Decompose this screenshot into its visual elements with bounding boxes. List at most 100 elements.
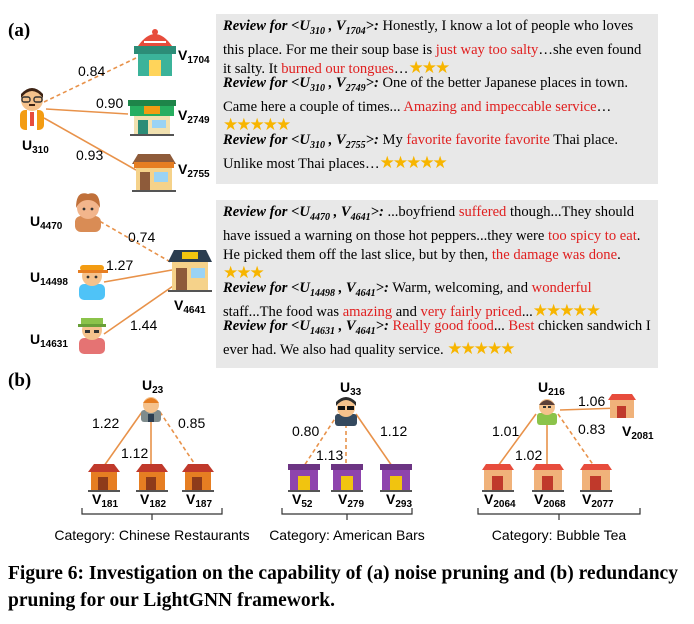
star-rating-icon: ★★★★★ xyxy=(447,338,515,358)
node-label-v2064: V2064 xyxy=(484,491,516,510)
review-text: and xyxy=(392,303,421,320)
weight-u310-v1704: 0.84 xyxy=(78,63,105,79)
edge-u310-v1704 xyxy=(43,57,137,103)
review-text: Thai place. Unlike most Thai places… xyxy=(223,132,619,172)
highlight-text: just way too salty xyxy=(435,41,539,58)
highlight-text: very fairly priced xyxy=(420,303,522,320)
user-icon-u23 xyxy=(141,397,161,422)
review-text: My xyxy=(378,132,407,148)
star-rating-icon: ★★★ xyxy=(223,262,265,282)
node-label-v181: V181 xyxy=(92,491,118,510)
highlight-text: Amazing and impeccable service xyxy=(403,98,597,115)
review-u14498-v4641: Review for <U14498 , V4641>: Warm, welco… xyxy=(223,279,652,320)
store-icon-v2749 xyxy=(128,100,176,136)
node-label-v279: V279 xyxy=(338,491,364,510)
review-box-group2: Review for <U4470 , V4641>: ...boyfriend… xyxy=(216,200,658,368)
highlight-text: the damage was done xyxy=(491,246,618,263)
store-icon-v181 xyxy=(88,464,120,492)
category-brackets xyxy=(81,508,641,520)
highlight-text: Really good food xyxy=(392,318,494,334)
user-icon-u4470 xyxy=(75,193,101,232)
review-text: … xyxy=(596,98,612,115)
node-label-v52: V52 xyxy=(292,491,313,510)
category-label-b2: Category: American Bars xyxy=(269,527,425,543)
review-text: ... xyxy=(493,318,509,334)
store-icon-v2077 xyxy=(580,464,612,492)
edge-u33-v293 xyxy=(355,413,393,467)
node-label-v2077: V2077 xyxy=(582,491,614,510)
category-label-b3: Category: Bubble Tea xyxy=(492,527,627,543)
review-heading: Review for <U310 , V1704>: xyxy=(223,18,379,37)
category-label-b1: Category: Chinese Restaurants xyxy=(54,527,249,543)
edge-u23-v187 xyxy=(159,411,197,467)
edge-u310-v2749 xyxy=(45,108,129,115)
store-icon-v279 xyxy=(331,464,363,492)
group1-edges xyxy=(43,57,137,171)
review-text: Honestly, I know a lot of people who lov… xyxy=(223,18,634,58)
weight-u216-v2064: 1.01 xyxy=(492,423,519,439)
weight-u310-v2755: 0.93 xyxy=(76,147,103,163)
edge-u216-v2064 xyxy=(497,413,537,467)
review-box-group1: Review for <U310 , V1704>: Honestly, I k… xyxy=(216,14,658,184)
node-label-u23: U23 xyxy=(142,377,164,396)
b1-edges xyxy=(103,411,197,467)
review-text: … xyxy=(393,60,409,77)
store-icon-v2755 xyxy=(132,154,176,192)
store-icon-v2081 xyxy=(608,394,636,418)
node-label-v2068: V2068 xyxy=(534,491,566,510)
review-u310-v2749: Review for <U310 , V2749>: One of the be… xyxy=(223,74,652,133)
node-label-v2081: V2081 xyxy=(622,423,654,442)
review-u4470-v4641: Review for <U4470 , V4641>: ...boyfriend… xyxy=(223,203,652,282)
weight-u23-v182: 1.12 xyxy=(121,445,148,461)
store-icon-v2064 xyxy=(482,464,514,492)
store-icon-v293 xyxy=(380,464,412,492)
store-icon-v4641 xyxy=(168,250,212,292)
node-label-v1704: V1704 xyxy=(178,47,210,66)
bracket-b2 xyxy=(281,508,413,520)
figure-caption: Figure 6: Investigation on the capabilit… xyxy=(8,563,678,611)
user-icon-u216 xyxy=(537,399,557,425)
edge-u14631-v4641 xyxy=(103,283,177,335)
highlight-text: too spicy to eat xyxy=(548,227,637,244)
highlight-text: burned our tongues xyxy=(281,60,394,77)
review-heading: Review for <U310 , V2755>: xyxy=(223,132,379,151)
review-heading: Review for <U4470 , V4641>: xyxy=(223,204,384,223)
review-text: chicken sandwich I ever had. We also had… xyxy=(223,318,651,358)
node-label-u4470: U4470 xyxy=(30,213,63,232)
user-icon-u14631 xyxy=(78,318,106,354)
weight-u216-v2068: 1.02 xyxy=(515,447,542,463)
node-label-v2755: V2755 xyxy=(178,161,210,180)
figure-graphics: 0.84 0.90 0.93 U310 V1704 V2749 V2755 0.… xyxy=(20,29,654,543)
user-icon-u14498 xyxy=(78,265,108,300)
star-rating-icon: ★★★★★ xyxy=(532,300,601,320)
weight-u14631-v4641: 1.44 xyxy=(130,317,157,333)
node-label-v4641: V4641 xyxy=(174,297,206,316)
weight-u216-v2081: 1.06 xyxy=(578,393,605,409)
store-icon-v52 xyxy=(288,464,320,492)
store-icon-v182 xyxy=(136,464,168,492)
review-text: ... xyxy=(521,303,533,320)
store-icon-v1704 xyxy=(134,29,176,76)
edge-u33-v52 xyxy=(303,413,339,467)
review-text: …she even found it salty. It xyxy=(223,41,642,77)
edge-u310-v2755 xyxy=(43,117,137,171)
weight-u33-v279: 1.13 xyxy=(316,447,343,463)
review-heading: Review for <U310 , V2749>: xyxy=(223,75,379,94)
store-icon-v2068 xyxy=(532,464,564,492)
node-label-u14631: U14631 xyxy=(30,331,68,350)
weight-u310-v2749: 0.90 xyxy=(96,95,123,111)
review-heading: Review for <U14498 , V4641>: xyxy=(223,280,389,299)
node-label-u33: U33 xyxy=(340,379,362,398)
weight-u4470-v4641: 0.74 xyxy=(128,229,155,245)
highlight-text: wonderful xyxy=(531,280,592,296)
review-text: staff...The food was xyxy=(223,303,343,320)
panel-a-label: (a) xyxy=(8,20,31,41)
node-label-u14498: U14498 xyxy=(30,269,68,288)
review-u310-v2755: Review for <U310 , V2755>: My favorite f… xyxy=(223,131,652,174)
edge-u23-v181 xyxy=(103,411,143,467)
b2-edges xyxy=(303,413,393,467)
weight-u23-v181: 1.22 xyxy=(92,415,119,431)
review-text: One of the better Japanese places in tow… xyxy=(223,75,629,115)
node-label-v182: V182 xyxy=(140,491,166,510)
weight-u23-v187: 0.85 xyxy=(178,415,205,431)
